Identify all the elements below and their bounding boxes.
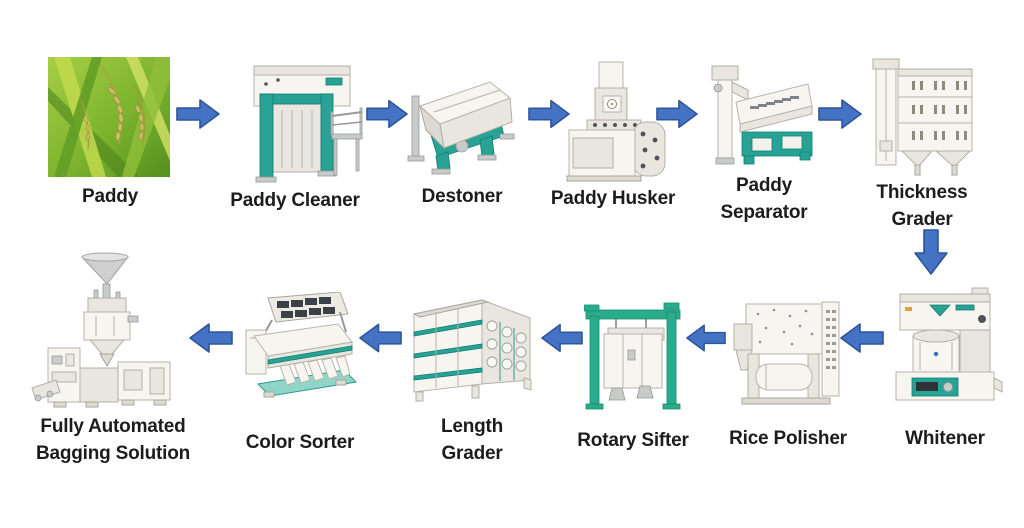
paddy-separator-illustration (711, 65, 813, 165)
stage-paddy: Paddy (40, 57, 180, 217)
stage-paddy-husker: Paddy Husker (548, 58, 678, 216)
flow-arrow-left-5 (189, 322, 233, 354)
flow-arrow-right-3 (528, 98, 570, 130)
stage-paddy-cleaner: Paddy Cleaner (213, 60, 377, 218)
stage-thickness-grader: Thickness Grader (856, 55, 988, 233)
thickness-grader-label-line1: Thickness (876, 182, 968, 203)
paddy-photo (48, 57, 170, 177)
thickness-grader-illustration (872, 58, 973, 176)
bagging-solution-illustration (31, 252, 171, 408)
paddy-cleaner-label: Paddy Cleaner (230, 190, 360, 211)
color-sorter-illustration (245, 292, 358, 398)
flow-arrow-left-3 (541, 322, 583, 354)
stage-length-grader: Length Grader (402, 292, 542, 470)
paddy-husker-illustration (566, 61, 666, 182)
paddy-separator-label-line1: Paddy (735, 175, 793, 196)
paddy-label: Paddy (81, 186, 139, 207)
bagging-solution-label-line2: Bagging Solution (35, 443, 191, 464)
stage-rice-polisher: Rice Polisher (718, 298, 858, 456)
bagging-solution-label-line1: Fully Automated (40, 416, 186, 437)
flow-arrow-left-4 (359, 322, 402, 354)
stage-whitener: Whitener (882, 284, 1008, 456)
rotary-sifter-label: Rotary Sifter (577, 430, 689, 451)
stage-color-sorter: Color Sorter (232, 292, 368, 458)
rice-polisher-label: Rice Polisher (729, 428, 847, 449)
rotary-sifter-illustration (584, 302, 681, 410)
length-grader-label-line2: Grader (441, 443, 503, 464)
whitener-label: Whitener (905, 428, 985, 449)
stage-rotary-sifter: Rotary Sifter (570, 298, 696, 458)
flow-arrow-down (914, 229, 948, 275)
stage-bagging-solution: Fully Automated Bagging Solution (18, 250, 208, 464)
flow-arrow-right-4 (656, 98, 698, 130)
flow-arrow-left-1 (840, 322, 884, 354)
paddy-cleaner-illustration (253, 65, 363, 183)
length-grader-illustration (412, 299, 532, 402)
flow-arrow-right-5 (818, 98, 862, 130)
length-grader-label-line1: Length (440, 416, 504, 437)
color-sorter-label: Color Sorter (245, 432, 355, 453)
flow-arrow-right-2 (366, 98, 408, 130)
stage-destoner: Destoner (393, 70, 531, 215)
thickness-grader-label-line2: Grader (891, 209, 953, 230)
destoner-label: Destoner (421, 186, 503, 207)
flow-arrow-left-2 (686, 322, 726, 354)
paddy-husker-label: Paddy Husker (550, 188, 676, 209)
stage-paddy-separator: Paddy Separator (698, 62, 830, 232)
flow-arrow-right-1 (176, 98, 220, 130)
paddy-separator-label-line2: Separator (720, 202, 808, 223)
whitener-illustration (895, 287, 1003, 401)
destoner-illustration (407, 81, 515, 175)
rice-polisher-illustration (733, 301, 840, 405)
